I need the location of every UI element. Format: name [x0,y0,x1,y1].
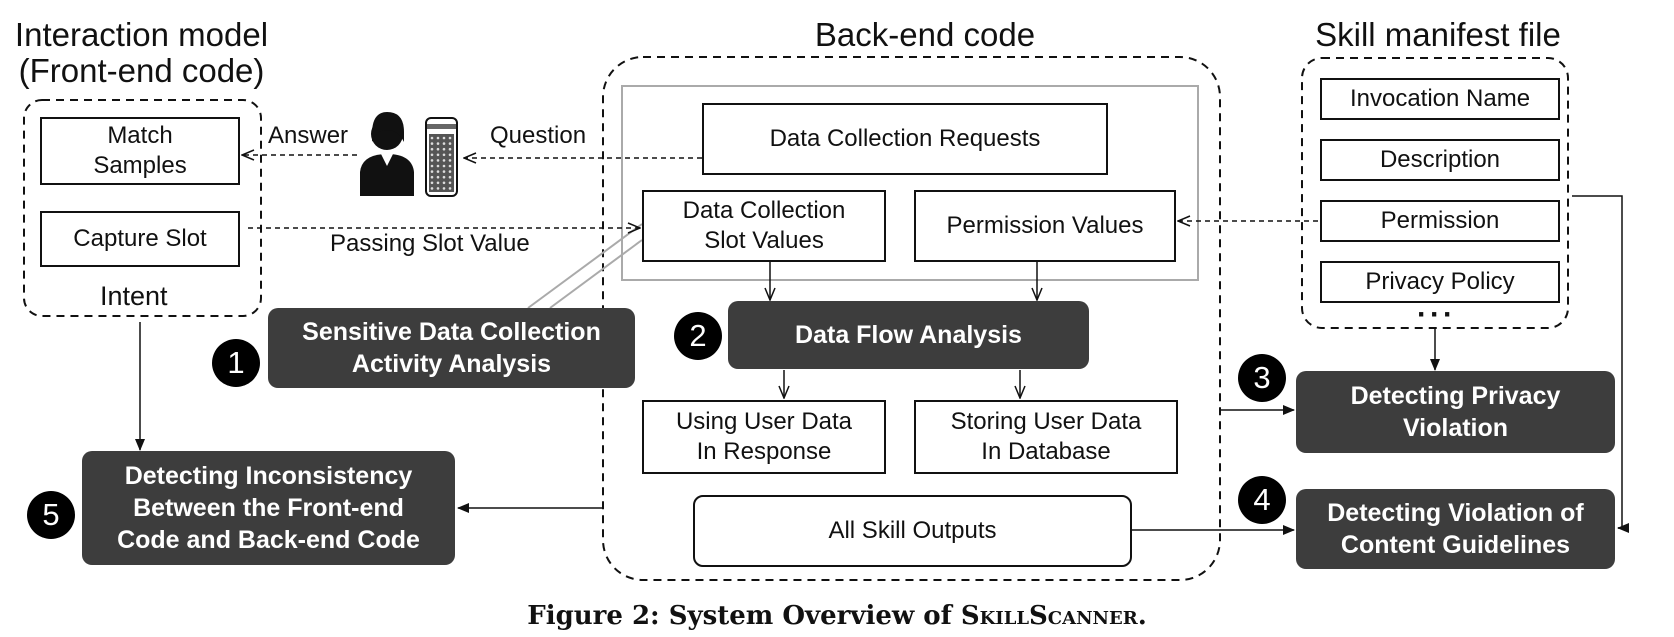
match-samples-box: Match Samples [40,117,240,185]
caption-prefix: Figure 2: System Overview of [527,601,961,631]
analysis-5-line-3: Code and Back-end Code [117,526,420,554]
step-2-badge: 2 [674,312,722,360]
question-label: Question [490,122,587,149]
data-flow-analysis-box: Data Flow Analysis [728,301,1089,369]
analysis-5-line-2: Between the Front-end [133,494,404,522]
analysis-5-line-1: Detecting Inconsistency [124,462,413,490]
all-skill-outputs-box: All Skill Outputs [693,495,1132,567]
manifest-title: Skill manifest file [1315,16,1561,53]
privacy-policy-box: Privacy Policy [1320,261,1560,303]
capture-slot-box: Capture Slot [40,211,240,267]
match-samples-line-1: Match [107,122,173,149]
storing-user-data-line-1: Storing User Data [950,408,1142,435]
step-4-badge: 4 [1238,476,1286,524]
slot-values-line-2: Slot Values [704,227,824,254]
callout-line-upper [527,223,643,309]
figure-caption: Figure 2: System Overview of SkillScanne… [0,601,1674,631]
callout-line-lower [549,239,643,309]
analysis-4-line-1: Detecting Violation of [1327,499,1584,527]
permission-values-box: Permission Values [914,190,1176,262]
person-icon [360,112,414,196]
storing-user-data-line-2: In Database [981,438,1111,465]
caption-system-name: SkillScanner [960,601,1138,631]
permission-box: Permission [1320,200,1560,242]
answer-label: Answer [268,122,349,149]
back-end-container [602,56,1221,581]
intent-label: Intent [100,281,168,311]
step-3-badge: 3 [1238,354,1286,402]
front-end-label: (Front-end code) [18,52,265,89]
passing-slot-label: Passing Slot Value [330,230,530,257]
step-5-badge: 5 [27,491,75,539]
analysis-1-line-2: Activity Analysis [351,350,552,378]
analysis-4-line-2: Content Guidelines [1340,531,1571,559]
match-samples-line-2: Samples [93,152,187,179]
smart-speaker-icon [425,117,458,197]
slot-values-box: Data Collection Slot Values [642,190,886,262]
inconsistency-box: Detecting Inconsistency Between the Fron… [82,451,455,565]
caption-suffix: . [1137,601,1147,631]
privacy-violation-box: Detecting Privacy Violation [1296,371,1615,453]
using-user-data-line-2: In Response [696,438,832,465]
back-end-title: Back-end code [814,16,1036,53]
sensitive-data-region [621,85,1199,281]
using-user-data-line-1: Using User Data [675,408,853,435]
analysis-3-line-2: Violation [1402,414,1509,442]
interaction-model-label: Interaction model [14,16,269,53]
invocation-name-box: Invocation Name [1320,78,1560,120]
content-guidelines-box: Detecting Violation of Content Guideline… [1296,489,1615,569]
description-box: Description [1320,139,1560,181]
slot-values-line-1: Data Collection [682,197,846,224]
manifest-to-content-arrow [1572,195,1623,529]
analysis-1-line-1: Sensitive Data Collection [302,318,601,346]
analysis-2-line-1: Data Flow Analysis [795,321,1022,349]
interaction-model-title: Interaction model (Front-end code) [4,17,279,89]
storing-user-data-box: Storing User Data In Database [914,400,1178,474]
using-user-data-box: Using User Data In Response [642,400,886,474]
step-1-badge: 1 [212,339,260,387]
sensitive-data-analysis-box: Sensitive Data Collection Activity Analy… [268,308,635,388]
interaction-model-container [23,99,262,317]
data-collection-requests-box: Data Collection Requests [702,103,1108,175]
more-items-ellipsis: ··· [1417,298,1456,331]
analysis-3-line-1: Detecting Privacy [1350,382,1561,410]
